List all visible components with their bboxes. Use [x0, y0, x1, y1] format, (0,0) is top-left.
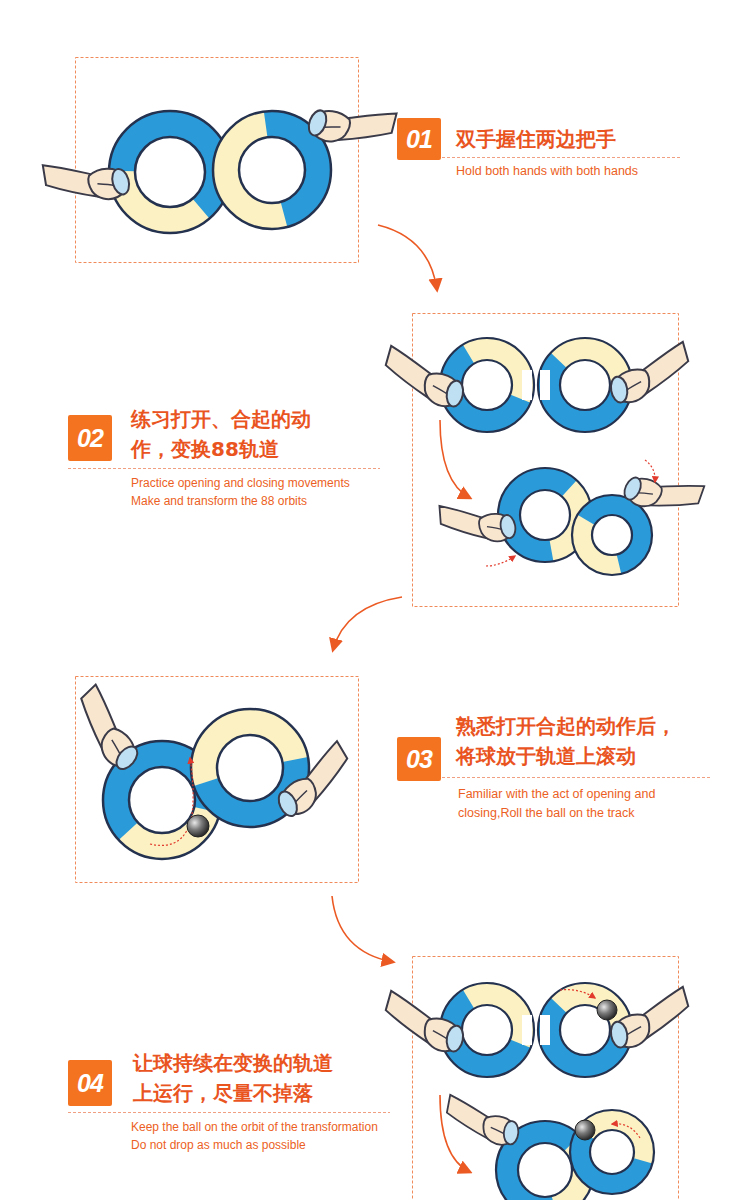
- track-toy: [520, 490, 570, 540]
- track-toy: [462, 1005, 512, 1055]
- dashed-panel: [76, 58, 679, 1200]
- step-number-badge: 02: [68, 415, 112, 461]
- step-number: 04: [77, 1071, 103, 1096]
- flow-arrow: [440, 420, 470, 498]
- ball: [597, 1000, 617, 1020]
- step-heading: 熟悉打开合起的动作后， 将球放于轨道上滚动: [456, 711, 696, 771]
- dashed-panel: [76, 58, 359, 263]
- motion-arrow: [560, 990, 595, 998]
- track-toy: [572, 495, 652, 575]
- dashed-underline: [68, 468, 380, 469]
- dashed-panel: [413, 314, 679, 607]
- track-toy: [509, 479, 581, 551]
- track-toy: [135, 137, 205, 207]
- step-caption: Familiar with the act of opening and clo…: [458, 785, 703, 823]
- flow-arrow: [333, 597, 402, 650]
- hand: [41, 145, 132, 215]
- dashed-underline: [68, 1112, 390, 1113]
- hand: [265, 740, 360, 820]
- step-caption: Hold both hands with both hands: [456, 163, 638, 179]
- track-toy: [590, 1130, 634, 1174]
- step-number: 03: [406, 747, 432, 772]
- hand: [380, 345, 469, 409]
- hand: [305, 86, 398, 161]
- track-toy: [122, 124, 218, 220]
- hand: [380, 341, 693, 409]
- track-toy: [103, 709, 309, 859]
- track-toy: [440, 338, 632, 432]
- track-toy: [239, 137, 305, 203]
- step-caption: Practice opening and closing movements: [131, 475, 350, 491]
- step-heading: 练习打开、合起的动 作，变换88轨道: [131, 404, 331, 464]
- step-caption: Make and transform the 88 orbits: [131, 493, 307, 509]
- hand: [438, 456, 706, 551]
- step-number: 02: [77, 426, 103, 451]
- ball: [187, 815, 209, 837]
- ball: [575, 1120, 595, 1140]
- hand: [41, 86, 399, 214]
- step-number-badge: 01: [397, 118, 441, 160]
- motion-arrow: [150, 758, 193, 845]
- track-toy: [582, 505, 642, 565]
- track-toy: [217, 735, 283, 801]
- track-toy: [592, 515, 632, 555]
- step-caption: Keep the ball on the orbit of the transf…: [131, 1119, 378, 1135]
- motion-arrow: [560, 990, 595, 998]
- track-toy: [518, 1143, 572, 1197]
- hand: [380, 986, 693, 1054]
- dashed-underline: [68, 158, 712, 1113]
- track-toy: [509, 479, 581, 551]
- hand: [621, 456, 706, 528]
- dashed-panel: [413, 957, 679, 1200]
- step-caption: Do not drop as much as possible: [131, 1137, 306, 1153]
- track-toy: [129, 767, 195, 833]
- track-toy: [109, 111, 331, 233]
- track-toy: [540, 1015, 550, 1045]
- track-toy: [226, 124, 318, 216]
- motion-arrow: [486, 556, 515, 566]
- hand: [605, 341, 694, 405]
- track-toy: [122, 124, 218, 220]
- track-toy: [540, 370, 550, 400]
- step-number-badge: 03: [397, 737, 441, 781]
- track-toy: [496, 1110, 654, 1200]
- hand: [444, 1095, 521, 1147]
- step-heading: 让球持续在变换的轨道 上运行，尽量不掉落: [133, 1048, 353, 1108]
- track-toy: [522, 1015, 532, 1045]
- hand: [62, 683, 360, 820]
- step-number: 01: [406, 127, 432, 152]
- hand: [380, 990, 469, 1054]
- hand: [444, 1095, 521, 1147]
- track-toy: [570, 1110, 654, 1194]
- hand: [62, 683, 156, 774]
- motion-arrow: [612, 1124, 640, 1138]
- hand: [605, 986, 694, 1050]
- dashed-underline: [397, 777, 712, 778]
- step-number-badge: 04: [68, 1060, 112, 1106]
- track-toy: [462, 360, 512, 410]
- track-toy: [522, 370, 532, 400]
- track-toy: [226, 124, 318, 216]
- motion-arrow: [645, 460, 655, 482]
- step-heading: 双手握住两边把手: [456, 124, 716, 154]
- track-toy: [560, 360, 610, 410]
- flow-arrow: [332, 896, 393, 962]
- motion-arrow: [612, 1124, 640, 1138]
- flow-arrow: [378, 225, 437, 290]
- track-toy: [582, 505, 642, 565]
- motion-arrow: [150, 758, 193, 845]
- motion-arrow: [486, 460, 655, 566]
- hand: [438, 493, 518, 550]
- track-toy: [440, 983, 632, 1077]
